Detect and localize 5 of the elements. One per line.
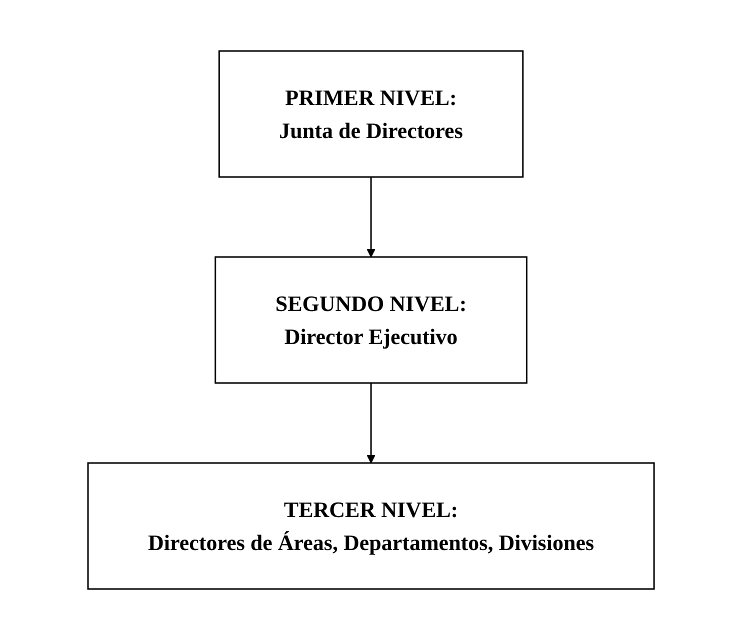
arrow bbox=[367, 382, 376, 463]
node-box: PRIMER NIVEL: Junta de Directores bbox=[218, 50, 524, 178]
arrow bbox=[367, 176, 376, 257]
node-box: TERCER NIVEL: Directores de Áreas, Departamentos, Divisiones bbox=[88, 462, 656, 590]
node-box: SEGUNDO NIVEL: Director Ejecutivo bbox=[215, 256, 528, 384]
